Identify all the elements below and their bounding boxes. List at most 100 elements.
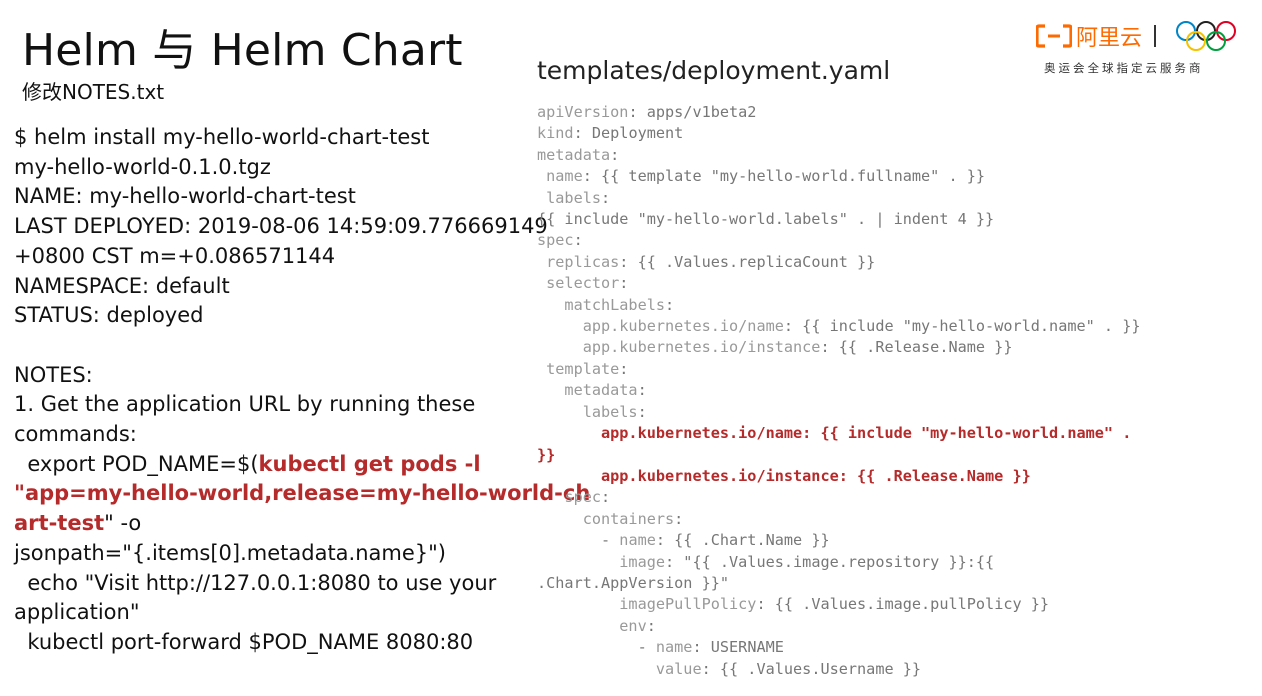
highlighted-text: "app=my-hello-world,release=my-hello-wor…	[14, 481, 591, 506]
code-line: name: {{ template "my-hello-world.fullna…	[537, 166, 1141, 187]
text-segment: : {{ .Release.Name }}	[820, 338, 1013, 357]
text-segment: : {{ template "my-hello-world.fullname" …	[582, 167, 986, 186]
code-line: labels:	[537, 188, 1141, 209]
terminal-line: application"	[14, 598, 519, 628]
yaml-key: selector	[537, 274, 620, 293]
yaml-key: spec	[537, 488, 602, 507]
text-segment: :	[573, 231, 583, 250]
code-line: app.kubernetes.io/name: {{ include "my-h…	[537, 423, 1141, 444]
yaml-key: metadata	[537, 381, 638, 400]
code-line: image: "{{ .Values.image.repository }}:{…	[537, 552, 1141, 573]
text-segment: application"	[14, 600, 140, 625]
code-line: selector:	[537, 273, 1141, 294]
text-segment: :	[601, 188, 611, 207]
text-segment: : {{ include "my-hello-world.name" . }}	[783, 317, 1141, 336]
yaml-key: containers	[537, 509, 675, 528]
text-segment: :	[646, 616, 656, 635]
olympic-rings-icon	[1174, 20, 1238, 54]
yaml-key: app.kubernetes.io/instance	[537, 338, 821, 357]
text-segment: LAST DEPLOYED: 2019-08-06 14:59:09.77666…	[14, 214, 548, 239]
code-line: matchLabels:	[537, 295, 1141, 316]
text-segment: :	[674, 509, 684, 528]
text-segment: : USERNAME	[692, 638, 784, 657]
terminal-line: NOTES:	[14, 361, 519, 391]
text-segment: :	[601, 488, 611, 507]
terminal-line: export POD_NAME=$(kubectl get pods -l	[14, 450, 519, 480]
aliyun-brand: 阿里云	[1035, 20, 1168, 52]
code-line: apiVersion: apps/v1beta2	[537, 102, 1141, 123]
terminal-line: echo "Visit http://127.0.0.1:8080 to use…	[14, 569, 519, 599]
highlighted-text: art-test	[14, 511, 105, 536]
yaml-key: env	[537, 616, 647, 635]
code-line: metadata:	[537, 145, 1141, 166]
text-segment: -	[537, 531, 620, 550]
yaml-key: name	[619, 531, 656, 550]
code-line: labels:	[537, 402, 1141, 423]
slide-subtitle: 修改NOTES.txt	[22, 80, 165, 104]
text-segment: +0800 CST m=+0.086571144	[14, 243, 336, 268]
text-segment: :	[637, 402, 647, 421]
aliyun-icon	[1035, 23, 1073, 49]
terminal-line: $ helm install my-hello-world-chart-test	[14, 123, 519, 153]
text-segment: : {{ .Values.replicaCount }}	[619, 252, 876, 271]
logo: 阿里云 奥运会全球指定云服务商	[1035, 20, 1242, 80]
code-line: env:	[537, 616, 1141, 637]
yaml-key: metadata	[537, 145, 611, 164]
brand-text: 阿里云	[1076, 26, 1143, 51]
text-segment: -	[537, 638, 656, 657]
yaml-key: labels	[537, 188, 602, 207]
terminal-line: +0800 CST m=+0.086571144	[14, 242, 519, 272]
text-segment: {{ include "my-hello-world.labels" . | i…	[537, 210, 995, 229]
code-line: {{ include "my-hello-world.labels" . | i…	[537, 209, 1141, 230]
text-segment: my-hello-world-0.1.0.tgz	[14, 154, 271, 179]
text-segment: NAME: my-hello-world-chart-test	[14, 184, 356, 209]
text-segment: :	[637, 381, 647, 400]
yaml-key: app.kubernetes.io/name	[537, 317, 784, 336]
code-line: app.kubernetes.io/name: {{ include "my-h…	[537, 316, 1141, 337]
code-line: .Chart.AppVersion }}"	[537, 573, 1141, 594]
slide-title: Helm 与 Helm Chart	[22, 25, 463, 76]
text-segment: :	[665, 295, 675, 314]
terminal-line: commands:	[14, 420, 519, 450]
code-line: app.kubernetes.io/instance: {{ .Release.…	[537, 337, 1141, 358]
highlighted-text: }}	[537, 445, 556, 464]
code-line: spec:	[537, 230, 1141, 251]
text-segment: :	[610, 145, 620, 164]
text-segment: : {{ .Chart.Name }}	[655, 531, 830, 550]
text-segment: :	[619, 359, 629, 378]
highlighted-text: app.kubernetes.io/name: {{ include "my-h…	[537, 424, 1132, 443]
text-segment: : Deployment	[573, 124, 684, 143]
text-segment: .Chart.AppVersion }}"	[537, 573, 730, 592]
text-segment: STATUS: deployed	[14, 303, 204, 328]
yaml-key: spec	[537, 231, 574, 250]
code-line: value: {{ .Values.Username }}	[537, 659, 1141, 680]
text-segment: export POD_NAME=$(	[14, 451, 259, 476]
code-line: - name: {{ .Chart.Name }}	[537, 530, 1141, 551]
terminal-line: kubectl port-forward $POD_NAME 8080:80	[14, 628, 519, 658]
text-segment: jsonpath="{.items[0].metadata.name}")	[14, 540, 446, 565]
terminal-line: LAST DEPLOYED: 2019-08-06 14:59:09.77666…	[14, 212, 548, 242]
logo-tagline: 奥运会全球指定云服务商	[1044, 61, 1204, 75]
file-heading: templates/deployment.yaml	[537, 56, 891, 85]
code-line: }}	[537, 445, 1141, 466]
text-segment: :	[619, 274, 629, 293]
yaml-key: template	[537, 359, 620, 378]
yaml-key: kind	[537, 124, 574, 143]
text-segment: : "{{ .Values.image.repository }}:{{	[665, 552, 995, 571]
yaml-key: matchLabels	[537, 295, 666, 314]
yaml-key: imagePullPolicy	[537, 595, 757, 614]
highlighted-text: app.kubernetes.io/instance: {{ .Release.…	[537, 466, 1031, 485]
text-segment: NOTES:	[14, 362, 93, 387]
terminal-line: NAME: my-hello-world-chart-test	[14, 182, 519, 212]
terminal-line: STATUS: deployed	[14, 301, 519, 331]
yaml-key: apiVersion	[537, 103, 629, 121]
text-segment: : {{ .Values.Username }}	[701, 659, 922, 678]
highlighted-text: kubectl get pods -l	[258, 451, 481, 476]
code-line: containers:	[537, 509, 1141, 530]
text-segment: 1. Get the application URL by running th…	[14, 392, 476, 417]
yaml-key: image	[537, 552, 666, 571]
yaml-key: value	[537, 659, 702, 678]
terminal-line: 1. Get the application URL by running th…	[14, 390, 519, 420]
code-line: replicas: {{ .Values.replicaCount }}	[537, 252, 1141, 273]
